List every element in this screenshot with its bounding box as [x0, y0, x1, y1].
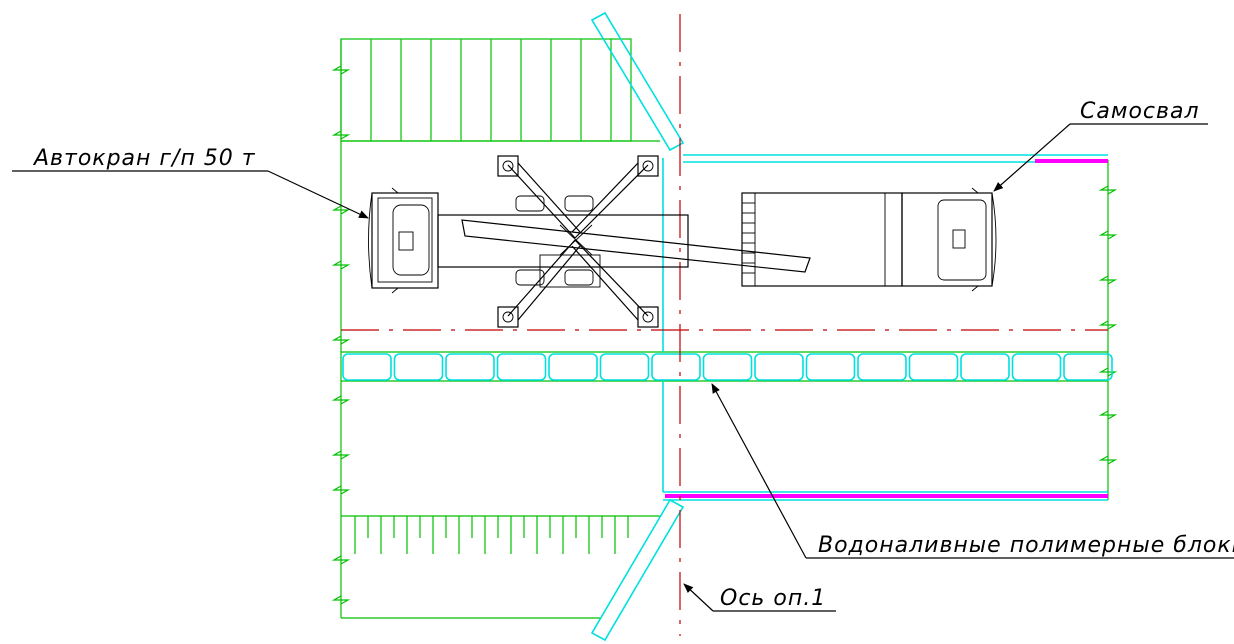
break-mark — [331, 395, 351, 405]
break-mark — [1098, 275, 1118, 285]
break-mark — [331, 485, 351, 495]
water-block — [960, 353, 1010, 381]
break-mark — [331, 260, 351, 270]
break-mark — [331, 65, 351, 75]
left-road-edge — [331, 65, 351, 618]
break-mark — [331, 450, 351, 460]
bottom-left-slope-hatch — [341, 515, 660, 619]
water-block — [548, 353, 598, 381]
break-mark — [1098, 185, 1118, 195]
break-mark — [331, 595, 351, 605]
dump-truck — [741, 187, 997, 292]
break-mark — [1098, 230, 1118, 240]
break-mark — [331, 335, 351, 345]
water-block — [1011, 353, 1062, 381]
water-block — [754, 353, 804, 381]
break-mark — [331, 205, 351, 215]
axis-label: Ось оп.1 — [720, 586, 826, 611]
water-block — [393, 353, 444, 381]
blocks-leader — [711, 383, 1234, 559]
water-block — [702, 353, 753, 381]
water-block — [908, 353, 959, 381]
truck-leader — [993, 123, 1208, 192]
mobile-crane — [368, 155, 811, 328]
break-mark — [1098, 455, 1118, 465]
break-mark — [331, 130, 351, 140]
water-block — [599, 353, 650, 381]
crane-label: Автокран г/п 50 т — [32, 146, 256, 171]
top-left-slope-hatch — [340, 38, 660, 142]
water-block — [857, 353, 907, 381]
water-block — [445, 353, 495, 381]
break-mark — [1098, 410, 1118, 420]
water-blocks-label: Водоналивные полимерные блоки — [818, 533, 1234, 558]
break-mark — [1098, 320, 1118, 330]
crane-leader — [12, 170, 369, 219]
dump-truck-label: Самосвал — [1080, 99, 1200, 124]
axis-leader — [683, 583, 836, 612]
water-block — [805, 353, 856, 381]
water-block — [651, 353, 701, 381]
water-block — [1063, 353, 1113, 381]
water-block — [342, 353, 392, 381]
water-block — [496, 353, 547, 381]
break-mark — [331, 555, 351, 565]
water-filled-blocks — [342, 353, 1113, 381]
